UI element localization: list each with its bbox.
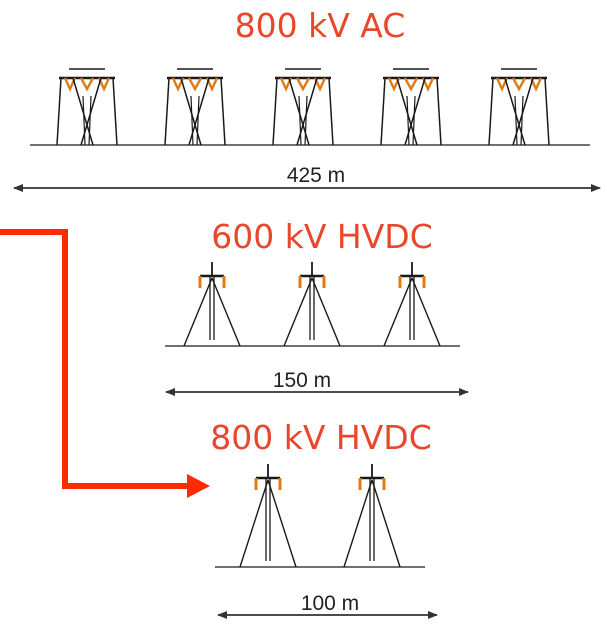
width-label: 150 m [273,369,331,392]
ac-tower-icon [164,68,226,146]
hvdc-tower-icon [183,262,241,347]
ac-tower-icon [272,68,334,146]
connector-line [0,229,192,489]
ac-tower-icon [56,68,118,146]
tower-group [56,68,550,146]
tower-group [239,464,401,568]
hvdc-tower-icon [343,464,401,568]
corridor-width-dimension: 425 m [13,164,601,192]
tower-group [183,262,441,347]
connector-arrowhead [187,474,210,498]
tower-row-hvdc800 [215,464,425,568]
tower-row-hvdc600 [165,262,460,347]
section-600kv-hvdc: 600 kV HVDC 150 m [165,217,469,396]
section-title: 600 kV HVDC [211,217,433,256]
corridor-width-dimension: 100 m [217,592,438,619]
corridor-width-dimension: 150 m [165,369,469,396]
width-label: 100 m [301,592,359,615]
tower-row-ac [30,68,590,146]
section-800kv-ac: 800 kV AC 425 m [13,6,601,192]
ac-tower-icon [488,68,550,146]
hvdc-tower-icon [283,262,341,347]
section-title: 800 kV HVDC [210,418,432,457]
section-800kv-hvdc: 800 kV HVDC 100 m [210,418,438,619]
width-label: 425 m [287,164,345,187]
hvdc-tower-icon [239,464,297,568]
hvdc-tower-icon [383,262,441,347]
section-title: 800 kV AC [235,6,406,45]
highlight-connector-arrow [0,229,210,498]
ac-tower-icon [380,68,442,146]
